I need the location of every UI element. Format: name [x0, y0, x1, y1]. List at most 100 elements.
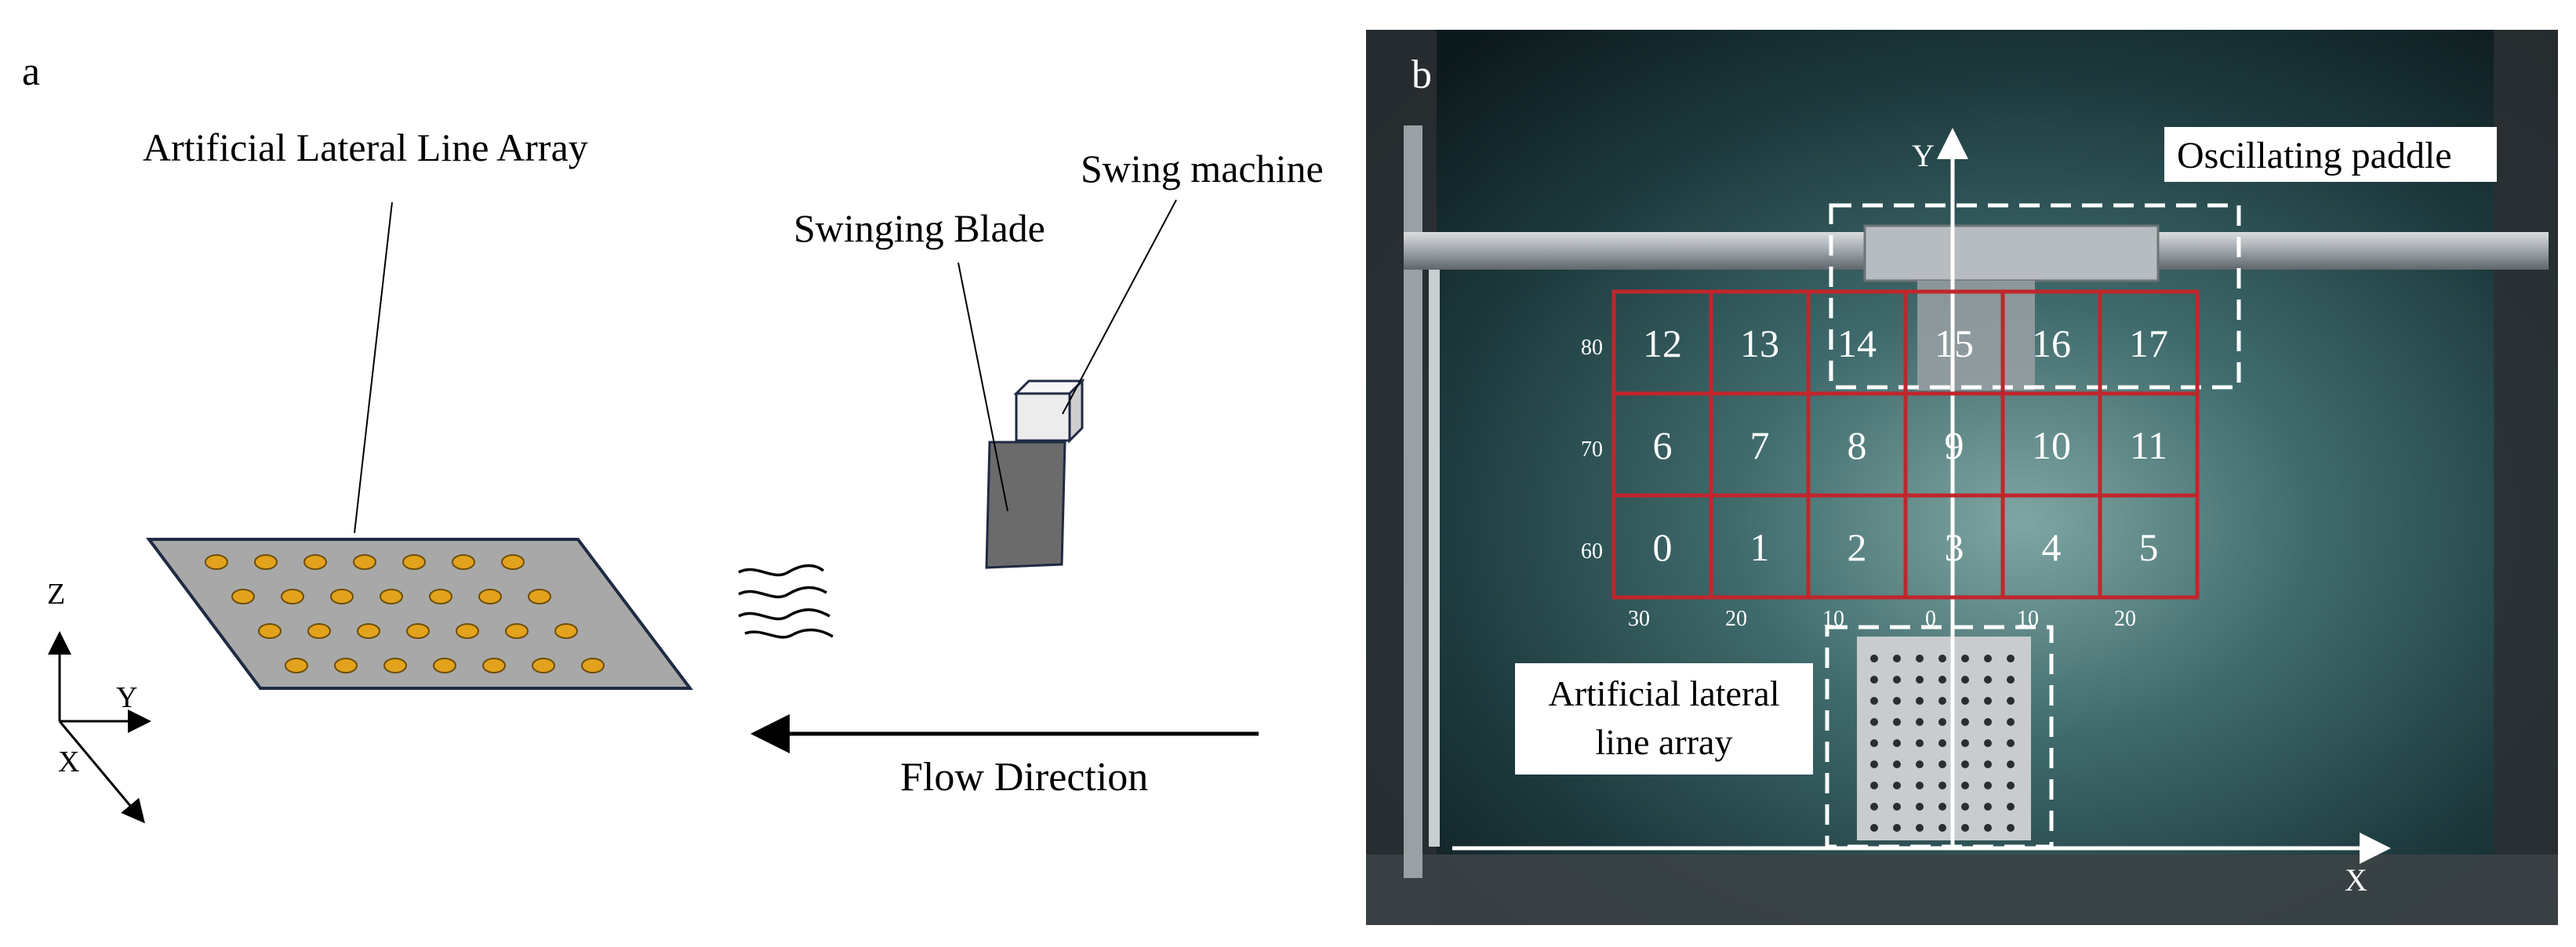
sensor-dot — [581, 658, 605, 673]
sensor-dot — [383, 658, 407, 673]
array-photo-dot — [1870, 782, 1878, 789]
array-photo-dot — [2007, 676, 2015, 684]
array-photo-dot — [1984, 718, 1992, 726]
sensor-dot — [334, 658, 358, 673]
panel-a: a Artificial Lateral Line Array Z Y X — [22, 49, 1324, 824]
array-label-line-1: Artificial lateral — [1548, 673, 1779, 713]
flow-direction-label: Flow Direction — [900, 755, 1148, 800]
row-ticks: 80 70 60 — [1581, 336, 1603, 564]
array-photo-dot — [1938, 824, 1946, 832]
paddle-mount — [1863, 224, 2160, 282]
swing-machine-box — [1013, 378, 1085, 444]
axis-z-label: Z — [47, 578, 65, 611]
array-photo-dot — [2007, 824, 2015, 832]
sensor-dot — [433, 658, 456, 673]
coordinate-axes — [48, 631, 151, 824]
array-photo-dot — [1938, 782, 1946, 789]
array-photo-dot — [1984, 803, 1992, 811]
sensor-dot — [505, 623, 529, 639]
array-photo-dot — [1938, 760, 1946, 768]
array-photo-dot — [1984, 824, 1992, 832]
array-photo-dot — [1961, 824, 1969, 832]
sensor-dot — [281, 589, 304, 604]
array-photo-dot — [1916, 718, 1924, 726]
array-photo-dot — [1916, 697, 1924, 705]
grid-cell-label: 14 — [1837, 321, 1877, 365]
array-photo-dot — [2007, 803, 2015, 811]
sensor-dot — [501, 554, 525, 570]
sensor-dot — [406, 623, 430, 639]
array-photo-dot — [1870, 824, 1878, 832]
tank-right-frame — [2494, 30, 2558, 925]
array-photo-dot — [1961, 760, 1969, 768]
array-photo-dot — [1984, 676, 1992, 684]
grid-cell-label: 15 — [1935, 321, 1974, 365]
axis-y-label: Y — [116, 681, 137, 714]
grid-cell-label: 4 — [2042, 525, 2062, 569]
array-photo-dot — [1916, 782, 1924, 789]
row-tick-label: 70 — [1581, 437, 1603, 462]
array-photo-dot — [1916, 676, 1924, 684]
col-tick-label: 20 — [1725, 607, 1747, 631]
tank-left-frame — [1366, 30, 1437, 925]
grid-cell-label: 11 — [2130, 423, 2167, 467]
array-photo-dot — [1961, 803, 1969, 811]
sensor-dot — [456, 623, 479, 639]
grid-cell-label: 9 — [1945, 423, 1964, 467]
array-leader-line — [354, 201, 393, 534]
array-photo-dot — [1938, 739, 1946, 747]
array-photo-dot — [1870, 739, 1878, 747]
array-photo-dot — [1870, 655, 1878, 662]
grid-cell — [2098, 493, 2200, 600]
sensor-dot — [205, 554, 228, 570]
array-photo-dot — [2007, 739, 2015, 747]
array-photo-dot — [1893, 718, 1901, 726]
array-dashed-box — [1825, 625, 2054, 849]
sensor-array — [205, 554, 605, 673]
array-photo-dot — [2007, 718, 2015, 726]
array-photo-dot — [1893, 697, 1901, 705]
sensor-dot — [528, 589, 551, 604]
grid-cell-label: 10 — [2032, 423, 2071, 467]
swinging-blade — [985, 441, 1066, 569]
grid-cell-label: 7 — [1750, 423, 1770, 467]
array-photo-dot — [1916, 655, 1924, 662]
sensor-dot — [482, 658, 506, 673]
sensor-dot — [429, 589, 452, 604]
panel-a-label: a — [22, 49, 40, 94]
sensor-dot — [231, 589, 255, 604]
sensor-dot — [285, 658, 308, 673]
sensor-dot — [303, 554, 327, 570]
photo-x-axis-label: X — [2345, 862, 2367, 898]
sensor-dot — [330, 589, 354, 604]
array-photo-dot — [1870, 803, 1878, 811]
photo-y-axis-label: Y — [1912, 138, 1935, 173]
sensor-dot — [307, 623, 331, 639]
array-photo-dot — [1870, 718, 1878, 726]
array-photo-dot — [1984, 739, 1992, 747]
swinging-blade-leader — [957, 262, 1008, 512]
axis-x-label: X — [58, 746, 79, 778]
row-tick-label: 80 — [1581, 336, 1603, 360]
row-tick-label: 60 — [1581, 539, 1603, 564]
sensor-dot — [532, 658, 555, 673]
swing-machine-label: Swing machine — [1081, 147, 1324, 190]
array-photo-dot — [1961, 676, 1969, 684]
oscillating-paddle-label-box — [2164, 127, 2497, 182]
grid-cell-label: 12 — [1643, 321, 1682, 365]
col-tick-label: 30 — [1628, 607, 1650, 631]
array-photo-dot — [1870, 760, 1878, 768]
array-photo-dot — [2007, 760, 2015, 768]
array-photo-dot — [1916, 760, 1924, 768]
sensor-dot — [478, 589, 502, 604]
array-photo-dot — [1893, 739, 1901, 747]
paddle-dashed-box — [1829, 203, 2241, 390]
array-photo-dot — [1916, 803, 1924, 811]
sensor-dot — [353, 554, 376, 570]
array-photo-dot — [1870, 676, 1878, 684]
panel-b-label: b — [1412, 53, 1432, 97]
array-photo-dot — [1984, 697, 1992, 705]
array-photo-dot — [1938, 697, 1946, 705]
tank-bottom-frame — [1366, 854, 2558, 925]
